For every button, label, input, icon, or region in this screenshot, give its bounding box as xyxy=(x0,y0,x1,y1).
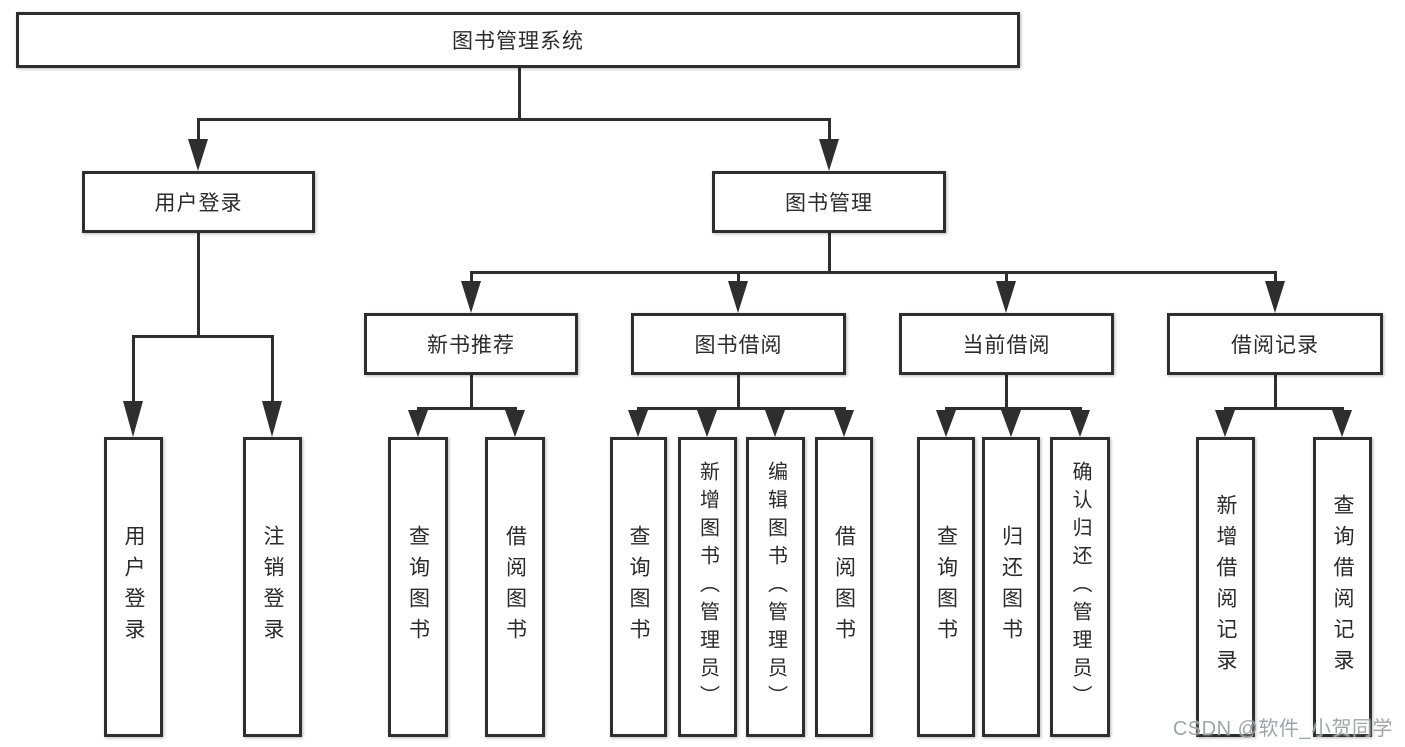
connector-rail xyxy=(1223,407,1344,410)
leaf-logout-label: 注销登录 xyxy=(261,525,284,649)
connector-rail xyxy=(944,407,1082,410)
connector-vline xyxy=(196,233,200,338)
connector-vline xyxy=(1273,375,1277,410)
connector-vline xyxy=(736,375,740,410)
leaf-borrow-book: 借阅图书 xyxy=(815,437,873,737)
arrow-down-icon xyxy=(628,410,648,437)
arrow-down-icon xyxy=(765,410,785,437)
connector-rail xyxy=(131,335,274,338)
connector-rail xyxy=(196,118,831,121)
arrow-stem xyxy=(827,118,831,145)
arrow-down-icon xyxy=(1001,410,1021,437)
node-book-borrow: 图书借阅 xyxy=(631,313,846,375)
arrow-down-icon xyxy=(834,410,854,437)
leaf-add-borrow-record-label: 新增借阅记录 xyxy=(1214,494,1237,680)
leaf-confirm-return-admin: 确认归还（管理员） xyxy=(1050,437,1110,737)
arrow-down-icon xyxy=(996,281,1016,313)
leaf-query-borrow-record-label: 查询借阅记录 xyxy=(1331,494,1354,680)
leaf-query-book-recommend-label: 查询图书 xyxy=(406,525,430,649)
leaf-add-book-admin: 新增图书（管理员） xyxy=(678,437,737,737)
node-user-login-label: 用户登录 xyxy=(154,192,243,215)
arrow-stem xyxy=(736,271,740,287)
node-user-login: 用户登录 xyxy=(82,171,315,233)
node-book-management: 图书管理 xyxy=(712,171,946,233)
connector-rail xyxy=(636,407,846,410)
node-new-book-recommend-label: 新书推荐 xyxy=(427,334,515,357)
node-borrow-records: 借阅记录 xyxy=(1167,313,1383,375)
node-new-book-recommend: 新书推荐 xyxy=(364,313,578,375)
leaf-query-book-recommend: 查询图书 xyxy=(388,437,448,737)
leaf-query-borrow-record: 查询借阅记录 xyxy=(1313,437,1372,737)
arrow-down-icon xyxy=(123,401,143,437)
arrow-down-icon xyxy=(188,139,208,171)
arrow-down-icon xyxy=(1332,410,1352,437)
leaf-query-book-current-label: 查询图书 xyxy=(934,525,958,649)
arrow-stem xyxy=(270,335,274,407)
leaf-borrow-book-label: 借阅图书 xyxy=(832,525,856,649)
node-borrow-records-label: 借阅记录 xyxy=(1231,334,1319,357)
node-current-borrow-label: 当前借阅 xyxy=(962,334,1051,357)
arrow-stem xyxy=(196,118,200,145)
leaf-edit-book-admin-label: 编辑图书（管理员） xyxy=(764,461,787,713)
connector-vline xyxy=(517,68,521,121)
arrow-down-icon xyxy=(936,410,956,437)
node-root-label: 图书管理系统 xyxy=(452,30,584,53)
leaf-return-book: 归还图书 xyxy=(982,437,1040,737)
arrow-stem xyxy=(131,335,135,407)
arrow-down-icon xyxy=(697,410,717,437)
node-book-borrow-label: 图书借阅 xyxy=(694,334,783,357)
arrow-down-icon xyxy=(262,401,282,437)
leaf-add-borrow-record: 新增借阅记录 xyxy=(1196,437,1255,737)
arrow-down-icon xyxy=(1265,281,1285,313)
arrow-stem xyxy=(1273,271,1277,287)
connector-vline xyxy=(469,375,473,410)
connector-vline xyxy=(1004,375,1008,410)
leaf-query-book-borrow: 查询图书 xyxy=(610,437,667,737)
watermark: CSDN @软件_小贺同学 xyxy=(1172,718,1393,740)
connector-rail xyxy=(416,407,517,410)
arrow-down-icon xyxy=(819,139,839,171)
node-current-borrow: 当前借阅 xyxy=(899,313,1114,375)
arrow-down-icon xyxy=(1070,410,1090,437)
leaf-return-book-label: 归还图书 xyxy=(999,525,1023,649)
leaf-borrow-book-recommend: 借阅图书 xyxy=(485,437,545,737)
leaf-query-book-current: 查询图书 xyxy=(917,437,975,737)
arrow-down-icon xyxy=(461,281,481,313)
leaf-edit-book-admin: 编辑图书（管理员） xyxy=(746,437,805,737)
leaf-logout: 注销登录 xyxy=(243,437,302,737)
leaf-add-book-admin-label: 新增图书（管理员） xyxy=(696,461,719,713)
leaf-confirm-return-admin-label: 确认归还（管理员） xyxy=(1069,461,1091,713)
node-root: 图书管理系统 xyxy=(16,12,1020,68)
arrow-down-icon xyxy=(1215,410,1235,437)
arrow-stem xyxy=(469,271,473,287)
arrow-down-icon xyxy=(505,410,525,437)
arrow-stem xyxy=(1004,271,1008,287)
node-book-management-label: 图书管理 xyxy=(785,192,873,215)
leaf-user-login: 用户登录 xyxy=(104,437,163,737)
arrow-down-icon xyxy=(408,410,428,437)
leaf-query-book-borrow-label: 查询图书 xyxy=(627,525,650,649)
connector-rail xyxy=(469,271,1277,274)
leaf-user-login-label: 用户登录 xyxy=(122,525,145,649)
arrow-down-icon xyxy=(728,281,748,313)
connector-vline xyxy=(827,233,831,274)
leaf-borrow-book-recommend-label: 借阅图书 xyxy=(503,525,527,649)
